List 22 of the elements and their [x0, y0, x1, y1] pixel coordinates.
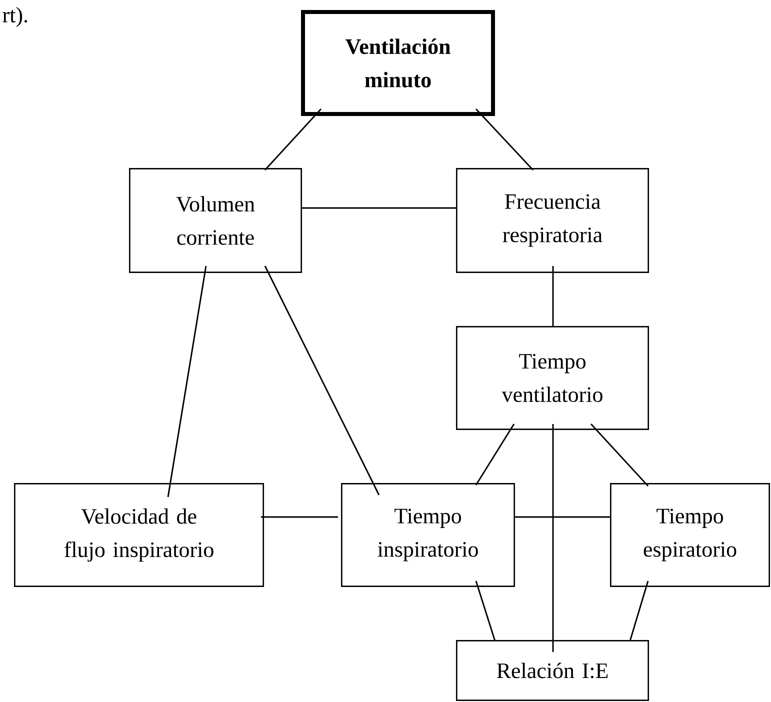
connector-line: [552, 424, 554, 652]
box: Tiempo inspiratorio: [341, 483, 515, 587]
box: Volumen corriente: [129, 168, 302, 273]
box: Frecuencia respiratoria: [456, 168, 649, 273]
box: Tiempo espiratorio: [610, 483, 770, 587]
connector-line: [167, 266, 207, 498]
connector-line: [590, 424, 649, 486]
connector-line: [264, 266, 380, 496]
box: Relación I:E: [456, 640, 649, 701]
connector-line: [552, 266, 554, 326]
box: Tiempo ventilatorio: [456, 326, 649, 430]
connector-line: [475, 424, 515, 486]
connector-line: [264, 108, 322, 170]
connector-line: [261, 516, 338, 518]
box: Ventilación minuto: [301, 10, 495, 116]
connector-line: [475, 108, 534, 170]
connector-line: [475, 580, 496, 642]
connector-line: [302, 207, 456, 209]
connector-line: [515, 516, 610, 518]
connector-line: [629, 580, 649, 642]
text-fragment: rt).: [2, 7, 28, 27]
box: Velocidad de flujo inspiratorio: [14, 483, 264, 587]
